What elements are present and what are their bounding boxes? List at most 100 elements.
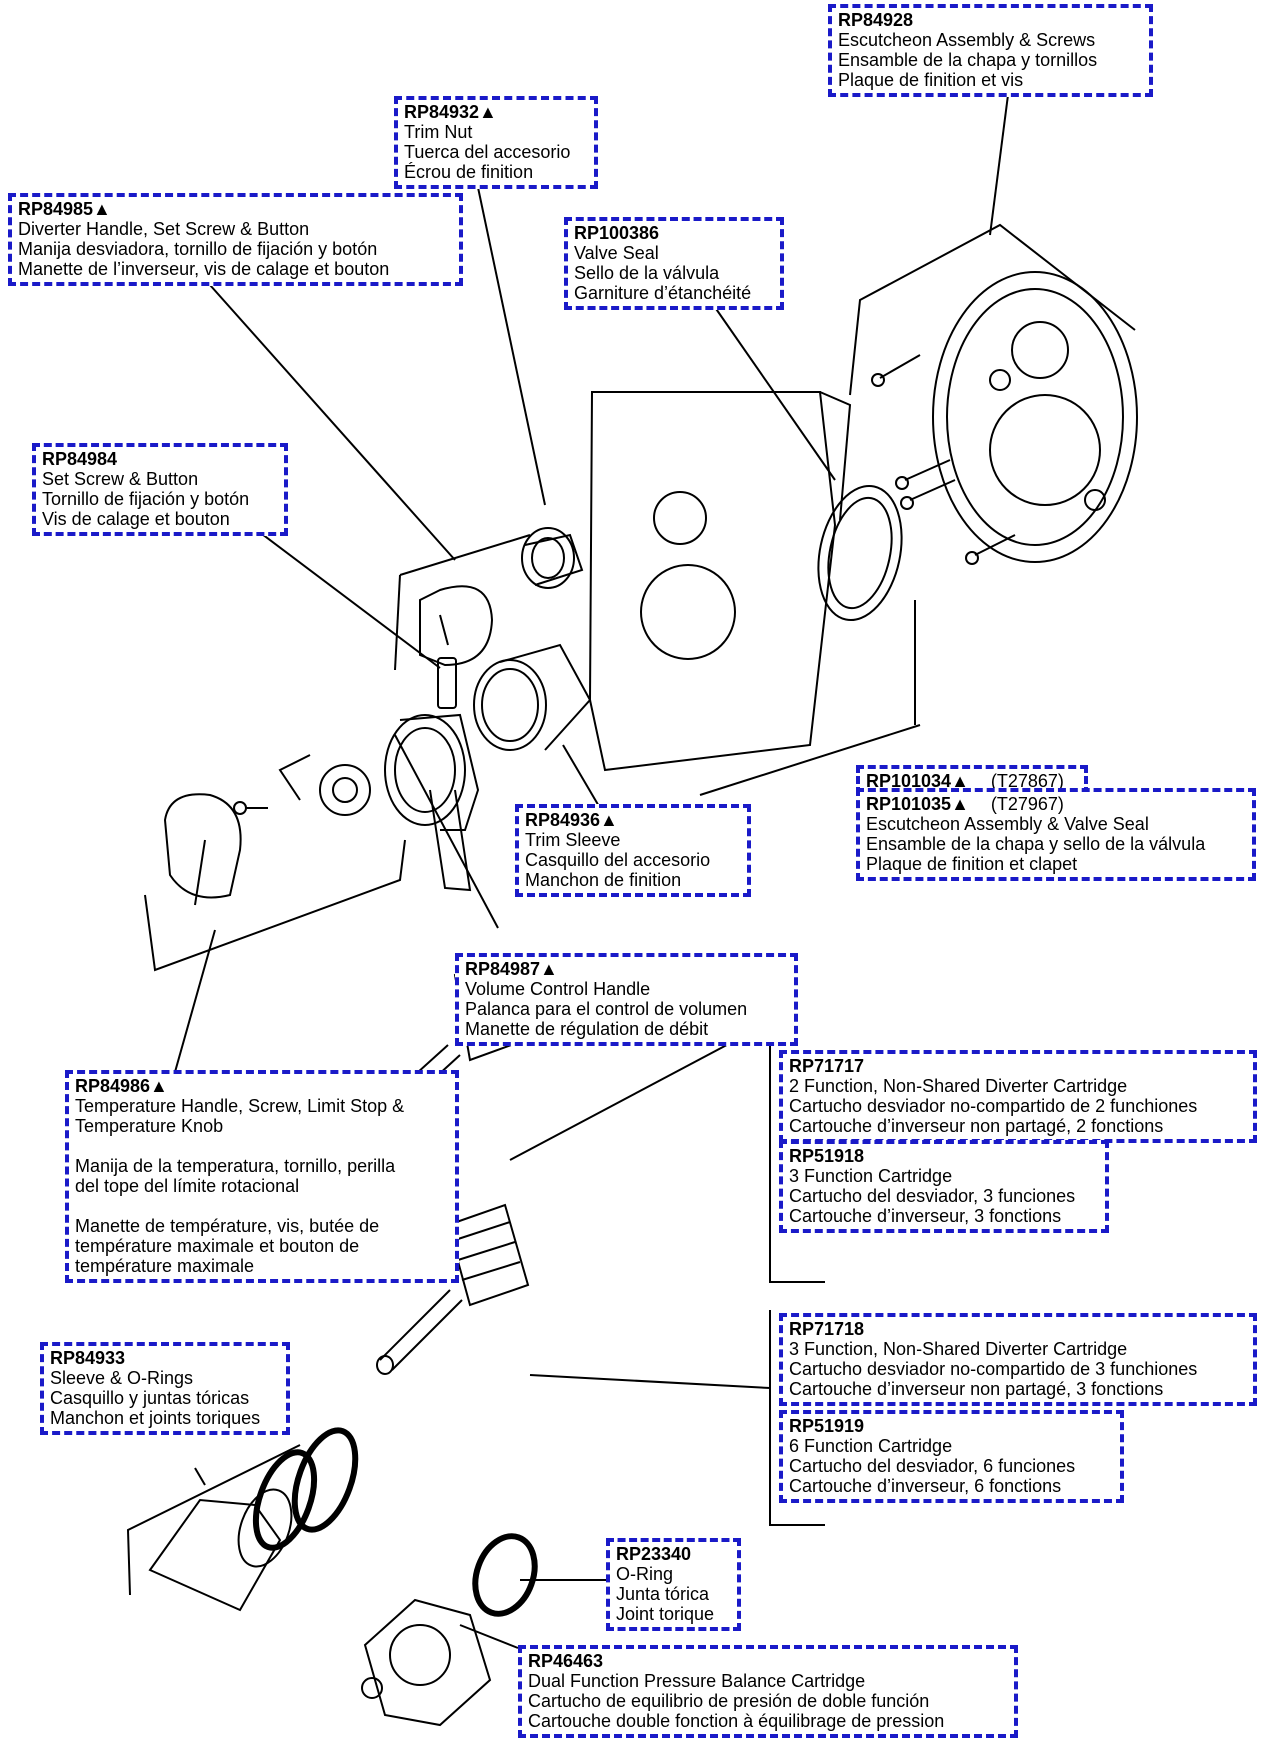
leader-line [209,284,456,561]
temperature-knob-shape [163,793,242,899]
callout-rp23340: RP23340 O-Ring Junta tórica Joint toriqu… [606,1538,741,1631]
callout-text: Casquillo del accesorio [525,850,711,870]
callout-text: Sleeve & O-Rings [50,1368,194,1388]
callout-rp84987: RP84987▲ Volume Control Handle Palanca p… [455,953,798,1046]
callout-text: Tuerca del accesorio [404,142,571,162]
callout-rp84928: RP84928 Escutcheon Assembly & Screws Ens… [828,4,1153,97]
bracket [144,839,406,972]
callout-text: Cartouche d’inverseur, 3 fonctions [789,1206,1062,1226]
part-number: RP84986▲ [75,1076,168,1096]
callout-text: Temperature Handle, Screw, Limit Stop & [75,1096,405,1116]
model-number: (T27867) [990,771,1064,791]
callout-text: Escutcheon Assembly & Screws [838,30,1096,50]
callout-text: Trim Nut [404,122,473,142]
callout-text: Temperature Knob [75,1116,224,1136]
callout-text: Manchon et joints toriques [50,1408,261,1428]
callout-text: Plaque de finition et clapet [866,854,1078,874]
callout-rp100386: RP100386 Valve Seal Sello de la válvula … [564,217,784,310]
callout-text: Cartouche double fonction à équilibrage … [528,1711,945,1731]
callout-rp84986: RP84986▲ Temperature Handle, Screw, Limi… [65,1070,459,1283]
model-number: (T27967) [990,794,1064,814]
bracket [126,1444,301,1596]
callout-text: Escutcheon Assembly & Valve Seal [866,814,1149,834]
callout-text: Cartouche d’inverseur non partagé, 3 fon… [789,1379,1164,1399]
callout-text: Set Screw & Button [42,469,199,489]
callout-text: Joint torique [616,1604,715,1624]
callout-text: Ensamble de la chapa y tornillos [838,50,1098,70]
part-number: RP46463 [528,1651,604,1671]
part-number-text: RP101034▲ [866,771,969,791]
callout-text: Manija desviadora, tornillo de fijación … [18,239,378,259]
part-number: RP84928 [838,10,914,30]
part-number: RP84932▲ [404,102,497,122]
callout-text: Vis de calage et bouton [42,509,230,529]
callout-text: Manette de température, vis, butée de [75,1216,380,1236]
leader-line [174,929,216,1073]
callout-text: Écrou de finition [404,162,534,182]
part-number: RP100386 [574,223,660,243]
callout-rp71717: RP71717 2 Function, Non-Shared Diverter … [779,1050,1257,1143]
callout-text: Manija de la temperatura, tornillo, peri… [75,1156,396,1176]
part-number: RP71717 [789,1056,865,1076]
callout-rp46463: RP46463 Dual Function Pressure Balance C… [518,1645,1018,1738]
bracket [394,574,401,671]
callout-text: Cartouche d’inverseur, 6 fonctions [789,1476,1062,1496]
leader-line [475,177,546,506]
callout-text: Volume Control Handle [465,979,651,999]
screw-shape [879,354,921,379]
leader-line [459,1624,519,1649]
callout-text: Cartucho del desviador, 6 funciones [789,1456,1076,1476]
part-number: RP101035▲ (T27967) [866,794,1246,814]
bracket [769,1045,825,1283]
part-number: RP23340 [616,1544,692,1564]
callout-text: Valve Seal [574,243,659,263]
part-number: RP71718 [789,1319,865,1339]
callout-rp51919: RP51919 6 Function Cartridge Cartucho de… [779,1410,1124,1503]
callout-text: Casquillo y juntas tóricas [50,1388,250,1408]
callout-text: Manette de régulation de débit [465,1019,709,1039]
bracket [699,724,921,796]
callout-text: Dual Function Pressure Balance Cartridge [528,1671,866,1691]
screw-shape [974,534,1016,556]
callout-text: Trim Sleeve [525,830,621,850]
callout-text: Plaque de finition et vis [838,70,1024,90]
bracket [399,534,531,576]
callout-text: Diverter Handle, Set Screw & Button [18,219,310,239]
screw-shape [909,479,956,501]
part-number: RP84985▲ [18,199,111,219]
part-number: RP51918 [789,1146,865,1166]
leader-line [562,744,601,809]
diverter-cartridge-shape [446,1203,530,1307]
callout-text: Sello de la válvula [574,263,720,283]
leader-line [989,94,1009,236]
callout-rp84933: RP84933 Sleeve & O-Rings Casquillo y jun… [40,1342,290,1435]
callout-rp84936: RP84936▲ Trim Sleeve Casquillo del acces… [515,804,751,897]
part-number: RP101034▲ (T27867) [866,771,1078,791]
part-number: RP84987▲ [465,959,558,979]
callout-text: del tope del límite rotacional [75,1176,300,1196]
leader-line [529,1374,771,1389]
callout-text: Manette de l’inverseur, vis de calage et… [18,259,390,279]
leader-line [249,524,441,669]
leader-line [394,734,499,929]
part-number: RP84984 [42,449,118,469]
pressure-balance-cartridge-shape [363,1598,492,1727]
callout-text: Garniture d’étanchéité [574,283,752,303]
callout-text: 6 Function Cartridge [789,1436,953,1456]
escutcheon-plate-shape [588,391,837,772]
part-number-text: RP101035▲ [866,794,969,814]
callout-rp84932: RP84932▲ Trim Nut Tuerca del accesorio É… [394,96,598,189]
callout-text: Cartouche d’inverseur non partagé, 2 fon… [789,1116,1164,1136]
callout-text: O-Ring [616,1564,674,1584]
diverter-handle-shape [419,585,494,667]
o-ring-shape [252,1449,318,1551]
callout-text: Palanca para el control de volumen [465,999,748,1019]
callout-text: Tornillo de fijación y botón [42,489,250,509]
callout-text: 3 Function Cartridge [789,1166,953,1186]
part-number: RP84936▲ [525,810,618,830]
sleeve-shape [148,1498,282,1612]
callout-text: Cartucho de equilibrio de presión de dob… [528,1691,930,1711]
callout-text: température maximale et bouton de [75,1236,360,1256]
callout-rp84984: RP84984 Set Screw & Button Tornillo de f… [32,443,288,536]
callout-text: Junta tórica [616,1584,710,1604]
